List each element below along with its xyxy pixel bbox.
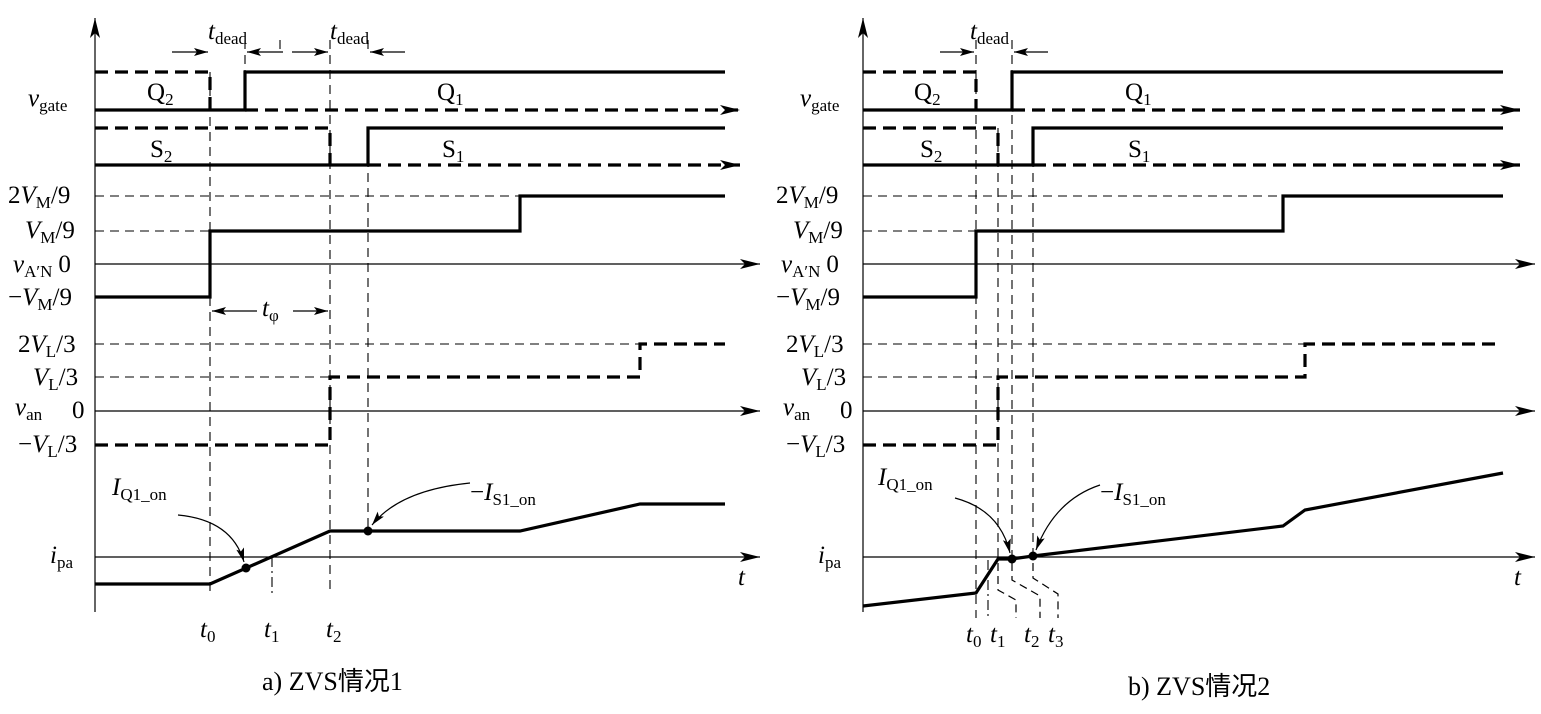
- panel-b-t1-label: t1: [990, 621, 1005, 651]
- panel-a-tdead1-label: tdead: [208, 18, 248, 48]
- panel-a-van-zero: 0: [72, 397, 85, 424]
- panel-b-iq1-label: IQ1_on: [877, 464, 933, 494]
- panel-b-t2-leader: [997, 563, 1017, 618]
- panel-b-is1-point: [1028, 551, 1038, 561]
- panel-b-van-zero: 0: [840, 397, 853, 424]
- panel-a-s2-high-dashed: [95, 126, 332, 165]
- panel-b-s1-label: S1: [1128, 136, 1150, 166]
- panel-a-s2-label: S2: [150, 136, 172, 166]
- panel-a-vgate-label: vgate: [28, 85, 67, 115]
- panel-a-caption: a) ZVS情况1: [262, 667, 403, 696]
- panel-a-s1-gate-waveform: [95, 126, 725, 167]
- panel-b-2vl3-label: 2VL/3: [786, 331, 844, 361]
- panel-a-vl3-label: VL/3: [33, 364, 78, 394]
- panel-b-iq1-point: [1007, 554, 1017, 564]
- panel-b-van-waveform: [863, 342, 1500, 447]
- panel-a-q2-high-dashed: [95, 70, 212, 110]
- panel-a-iq1-label: IQ1_on: [111, 474, 167, 504]
- panel-a-tphi-label: tφ: [262, 295, 279, 325]
- panel-b-t3-label: t3: [1048, 621, 1063, 651]
- panel-b-vl3-label: VL/3: [801, 364, 846, 394]
- panel-a-is1-callout-arrow: [371, 482, 471, 526]
- panel-a-t1-label: t1: [264, 616, 279, 646]
- panel-a-neg-vm9-label: −VM/9: [8, 284, 72, 314]
- panel-a-q1-gate-waveform: [95, 70, 725, 112]
- panel-b-van-label: van: [783, 394, 811, 424]
- panel-a-iq1-callout-arrow: [177, 514, 245, 563]
- panel-b-caption: b) ZVS情况2: [1128, 672, 1270, 701]
- panel-a-vAN-waveform: [95, 194, 725, 299]
- panel-a-van-waveform: [95, 342, 725, 447]
- panel-a-t2-label: t2: [326, 616, 341, 646]
- panel-b-t3-leader: [1032, 563, 1059, 618]
- panel-a-t0-label: t0: [200, 616, 215, 646]
- panel-a-q2-label: Q2: [147, 79, 174, 109]
- panel-b-s1-gate-waveform: [863, 126, 1503, 167]
- panel-a-is1-point: [363, 526, 373, 536]
- panel-a-is1-label: −IS1_on: [470, 479, 536, 509]
- panel-a-vm9-label: VM/9: [25, 217, 75, 247]
- panel-b-t2-leader-b: [1011, 563, 1041, 618]
- panel-b-q2-high-dashed: [863, 70, 978, 110]
- panel-b-t2-label: t2: [1024, 621, 1039, 651]
- panel-b-t0-label: t0: [966, 621, 981, 651]
- panel-a-iq1-point: [241, 563, 251, 573]
- panel-b-is1-label: −IS1_on: [1100, 479, 1166, 509]
- panel-b-is1-callout-arrow: [1035, 484, 1101, 551]
- panel-b-time-axis-label: t: [1514, 564, 1522, 591]
- panel-b-ipa-label: ipa: [818, 542, 841, 572]
- panel-a-ipa-waveform: [95, 502, 725, 586]
- panel-b-iq1-callout-arrow: [954, 497, 1011, 554]
- panel-a-q1-label: Q1: [437, 79, 464, 109]
- panel-a-tdead2-label: tdead: [330, 18, 370, 48]
- panel-b-tdead-label: tdead: [970, 18, 1010, 48]
- panel-b-q2-label: Q2: [914, 79, 941, 109]
- panel-a-neg-vl3-label: −VL/3: [18, 431, 77, 461]
- panel-b-vm9-label: VM/9: [793, 217, 843, 247]
- panel-b-ipa-waveform: [862, 471, 1504, 608]
- panel-a-2vl3-label: 2VL/3: [18, 331, 76, 361]
- panel-b-neg-vl3-label: −VL/3: [786, 431, 845, 461]
- panel-b-vAN-waveform: [863, 194, 1503, 299]
- panel-a-van-label: van: [15, 394, 43, 424]
- panel-b-q1-label: Q1: [1125, 79, 1152, 109]
- panel-b-s2-high-dashed: [863, 126, 1000, 165]
- panel-a-s1-label: S1: [442, 136, 464, 166]
- panel-a-2vm9-label: 2VM/9: [8, 182, 70, 212]
- panel-a-tphi-mask: [257, 296, 293, 324]
- panel-b-neg-vm9-label: −VM/9: [776, 284, 840, 314]
- panel-b-q1-gate-waveform: [863, 70, 1503, 112]
- panel-b-vgate-label: vgate: [800, 85, 839, 115]
- panel-b-2vm9-label: 2VM/9: [776, 182, 838, 212]
- panel-a: tdead tdead vgate Q2 Q1 S2 S1 2VM/9 VM/9…: [8, 18, 760, 696]
- panel-b-s2-label: S2: [920, 136, 942, 166]
- panel-a-time-axis-label: t: [738, 564, 746, 591]
- panel-a-ipa-label: ipa: [50, 542, 73, 572]
